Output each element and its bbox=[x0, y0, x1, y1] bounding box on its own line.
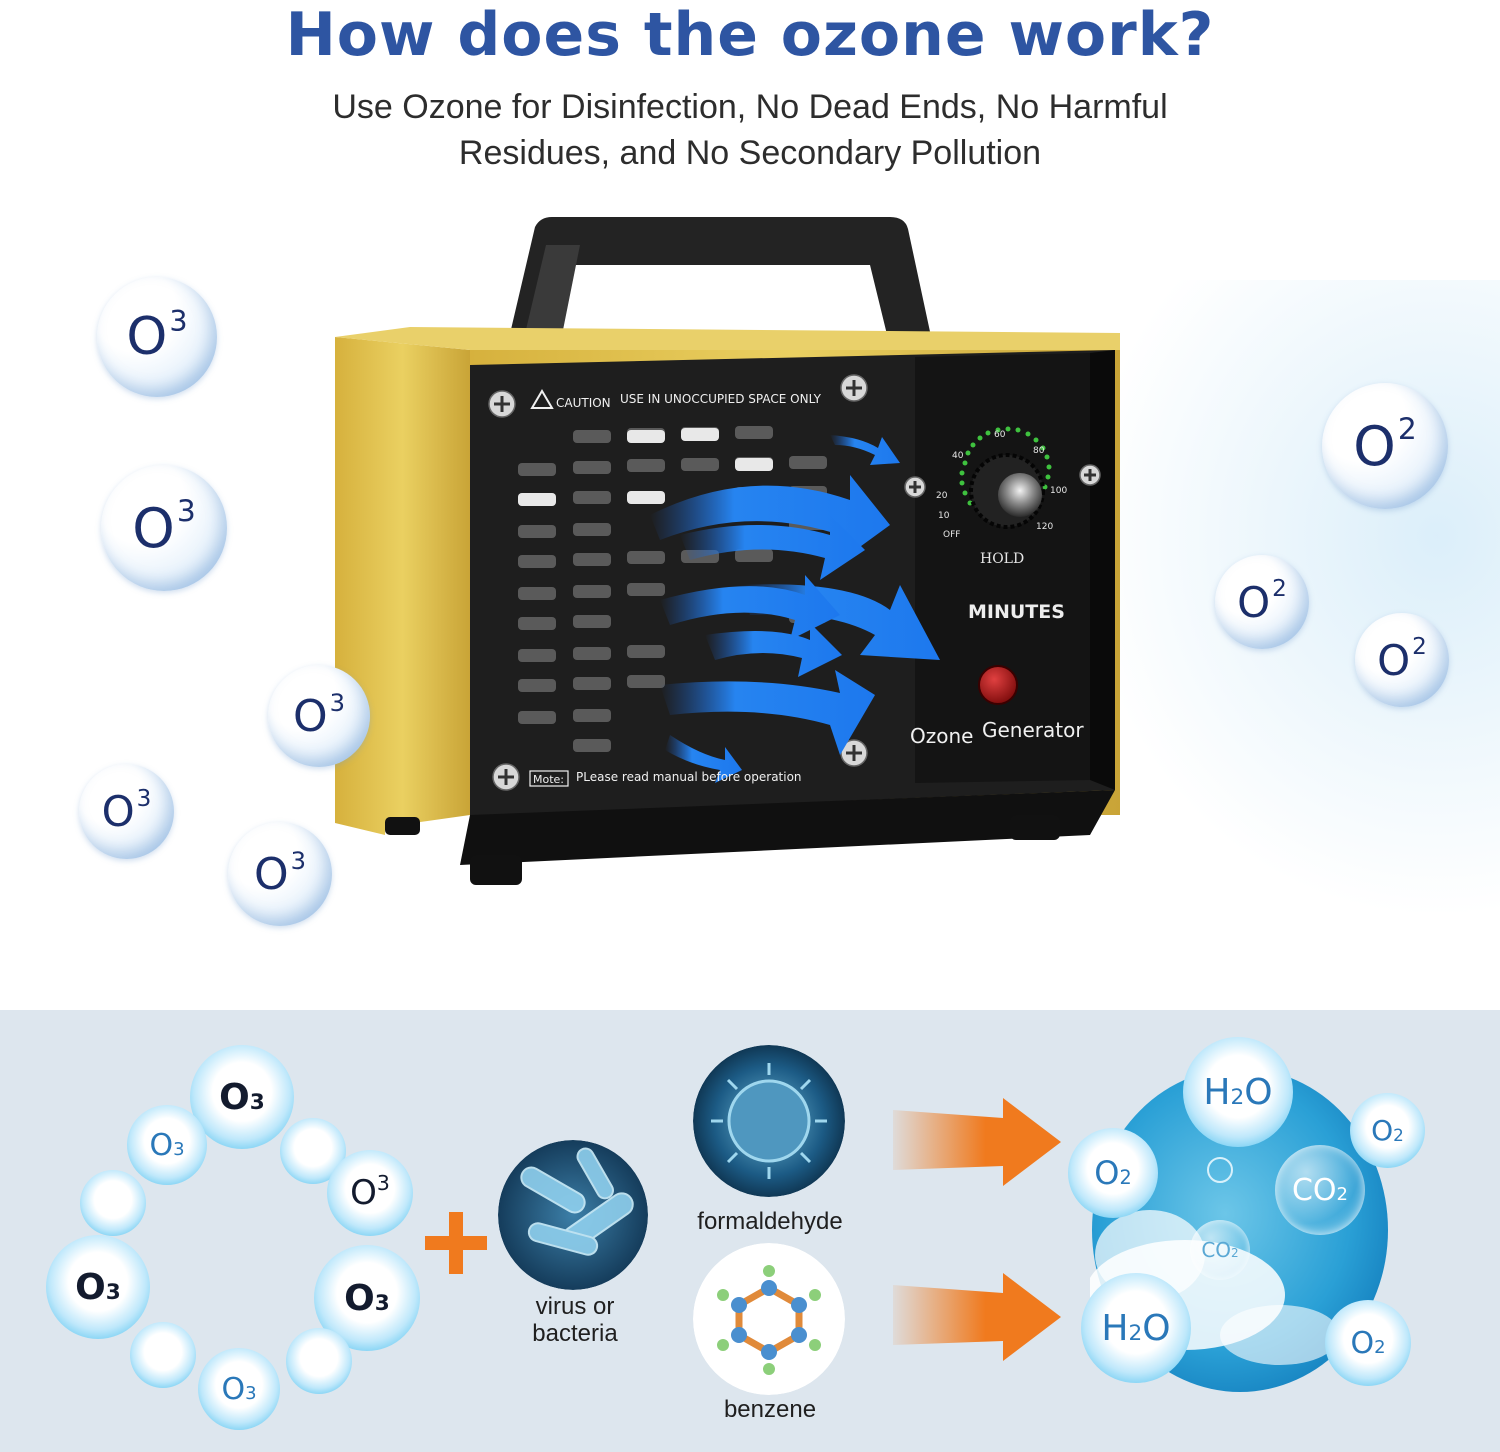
timer-dial[interactable] bbox=[959, 426, 1052, 529]
dial-mark-10: 10 bbox=[938, 511, 950, 521]
dial-mark-20: 20 bbox=[936, 491, 948, 501]
brand-word-ozone: Ozone bbox=[910, 724, 973, 748]
power-indicator-light bbox=[978, 665, 1018, 705]
dial-mark-100: 100 bbox=[1050, 486, 1067, 496]
bacteria-icon bbox=[498, 1140, 648, 1290]
caution-text: USE IN UNOCCUPIED SPACE ONLY bbox=[620, 392, 822, 406]
ozone-generator-device: OFF 10 20 40 60 80 100 120 HOLD MINUTES … bbox=[335, 217, 1120, 885]
plus-icon bbox=[425, 1212, 487, 1274]
reaction-arrow-icon bbox=[893, 1098, 1061, 1186]
minutes-label: MINUTES bbox=[968, 601, 1065, 623]
warning-icon bbox=[530, 389, 554, 409]
caution-label: CAUTION bbox=[556, 396, 611, 410]
hold-label: HOLD bbox=[980, 551, 1024, 567]
screw-icon bbox=[488, 374, 1101, 791]
virus-label-line-1: virus or bbox=[535, 1293, 615, 1320]
benzene-label: benzene bbox=[723, 1396, 817, 1423]
charge-particle: + - bbox=[130, 1322, 196, 1388]
airflow-arrows bbox=[650, 435, 940, 783]
note-tag: Mote: bbox=[533, 773, 564, 786]
charge-particle: + - bbox=[280, 1118, 346, 1184]
charge-particle: + - bbox=[80, 1170, 146, 1236]
virus-icon bbox=[693, 1045, 845, 1197]
dial-mark-80: 80 bbox=[1033, 446, 1045, 456]
charge-particle: + - bbox=[286, 1328, 352, 1394]
dial-mark-60: 60 bbox=[994, 430, 1006, 440]
dial-mark-off: OFF bbox=[943, 530, 960, 540]
formaldehyde-label: formaldehyde bbox=[697, 1208, 843, 1235]
dial-mark-40: 40 bbox=[952, 451, 964, 461]
benzene-molecule-icon bbox=[693, 1243, 845, 1395]
brand-word-generator: Generator bbox=[982, 718, 1084, 742]
virus-label-line-2: bacteria bbox=[532, 1320, 618, 1347]
subtitle-line-2: Residues, and No Secondary Pollution bbox=[458, 134, 1042, 172]
dial-mark-120: 120 bbox=[1036, 522, 1053, 532]
subtitle-line-1: Use Ozone for Disinfection, No Dead Ends… bbox=[332, 88, 1168, 126]
page-title: How does the ozone work? bbox=[285, 0, 1215, 70]
reaction-arrow-icon bbox=[893, 1273, 1061, 1361]
note-text: PLease read manual before operation bbox=[576, 770, 802, 784]
